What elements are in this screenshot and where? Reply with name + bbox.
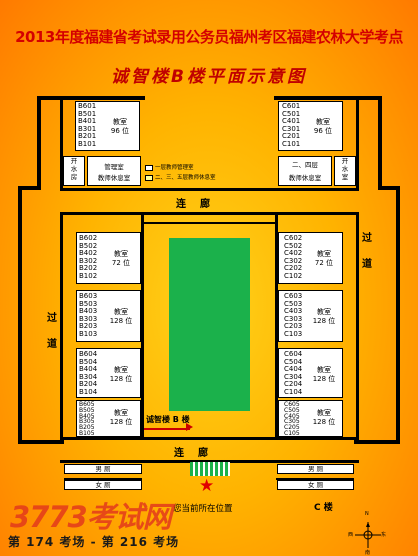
exam-room-range: 第 174 考场 - 第 216 考场 (8, 535, 180, 549)
you-are-here-star-icon: ★ (199, 476, 215, 496)
toilet-left-female (64, 480, 142, 490)
building-b-arrow-line (144, 428, 190, 430)
compass-north: N (365, 511, 369, 517)
room-b-top-codes: B601 B501 B401 B301 B201 B101 (78, 102, 97, 148)
room-c2 (278, 232, 343, 284)
wall-top-left (37, 96, 145, 100)
room-b4 (76, 348, 141, 398)
toilet-right-male-label: 男 厕 (307, 465, 324, 473)
legend-item-rest: 二、三、五层教师休息室 (145, 173, 216, 183)
you-are-here-label: 您当前所在位置 (173, 504, 233, 514)
entrance-steps (190, 462, 230, 476)
room-b5-label: 教室 128 位 (109, 409, 133, 426)
room-b3-label: 教室 128 位 (109, 308, 133, 325)
room-c2-label: 教室 72 位 (314, 250, 334, 267)
b-rest-room (87, 156, 141, 186)
room-b-top (75, 101, 140, 151)
toilet-right-female (277, 480, 354, 490)
building-b-arrow-head (186, 423, 193, 431)
legend-item-manage: 一层教师管理室 (145, 163, 216, 173)
wall-corridor-bottom (60, 437, 359, 440)
wall-bottom-left (18, 440, 64, 444)
wall-corridor-top-2 (60, 212, 359, 215)
room-c-top-label: 教室 96 位 (313, 118, 333, 135)
wall-inner-right-upper (356, 96, 359, 188)
building-b-label: 诚智楼 B 楼 (146, 415, 190, 424)
courtyard-lawn (169, 238, 250, 411)
room-c4-codes: C604 C504 C404 C304 C204 C104 (284, 350, 303, 396)
room-c5-codes: C605 C505 C405 C305 C205 C105 (284, 401, 300, 437)
site-watermark: 3773考试网 (10, 500, 172, 534)
room-c4 (278, 348, 343, 398)
room-c5 (278, 400, 343, 437)
corridor-bottom-label: 连廊 (174, 448, 222, 459)
wall-courtyard-top (144, 222, 275, 224)
room-c4-label: 教室 128 位 (312, 366, 336, 383)
c-rest-label: 教师休息室 (288, 174, 322, 182)
room-b3 (76, 290, 141, 342)
wall-left-long (18, 186, 22, 444)
room-b3-codes: B603 B503 B403 B303 B203 B103 (79, 292, 98, 338)
room-c-top (278, 101, 343, 151)
wall-bottom-toilet-r (276, 478, 354, 480)
room-b2-label: 教室 72 位 (111, 250, 131, 267)
room-c3-label: 教室 128 位 (312, 308, 336, 325)
room-c3-codes: C603 C503 C403 C303 C203 C103 (284, 292, 303, 338)
compass-west: 西 (348, 532, 354, 538)
c-rest-room (278, 156, 332, 186)
wall-right-upper (378, 96, 382, 188)
room-b5 (76, 400, 141, 437)
room-b2 (76, 232, 141, 284)
legend: 一层教师管理室 二、三、五层教师休息室 (145, 163, 216, 183)
b-water-room-label: 开 水 房 (70, 157, 78, 181)
toilet-right-male (277, 464, 354, 474)
passage-left-label: 过 道 (47, 313, 57, 350)
room-b5-codes: B605 B505 B405 B305 B205 B105 (79, 401, 95, 437)
room-c-top-codes: C601 C501 C401 C301 C201 C101 (282, 102, 301, 148)
legend-swatch-yellow (145, 175, 153, 181)
compass-south: 南 (365, 550, 371, 556)
legend-swatch-white (145, 165, 153, 171)
room-b4-label: 教室 128 位 (109, 366, 133, 383)
room-b-top-label: 教室 96 位 (110, 118, 130, 135)
wall-left-step (18, 186, 41, 190)
wall-top-right (274, 96, 382, 100)
c-water-room-label: 开 水 室 (341, 157, 349, 181)
room-c2-codes: C602 C502 C402 C302 C202 C102 (284, 234, 303, 280)
compass-icon (355, 522, 381, 548)
compass-east: 东 (381, 532, 387, 538)
room-b2-codes: B602 B502 B402 B302 B202 B102 (79, 234, 98, 280)
wall-right-step (378, 186, 400, 190)
wall-left-upper (37, 96, 41, 188)
toilet-right-female-label: 女 厕 (307, 481, 324, 489)
wall-bottom-toilet (64, 478, 142, 480)
toilet-left-male-label: 男 厕 (95, 465, 111, 473)
toilet-left-female-label: 女 厕 (95, 481, 111, 489)
wall-c-wing-inner (275, 215, 278, 437)
wall-b-wing-inner (141, 215, 144, 437)
c-building-label: C 楼 (314, 503, 333, 513)
wall-inner-left-upper (60, 96, 63, 188)
passage-right-label: 过 道 (362, 233, 372, 270)
b-rest-label: 教师休息室 (97, 174, 131, 182)
c-floor-label: 二、四层 (292, 161, 318, 169)
wall-right-long (396, 186, 400, 444)
wall-c-wing-outer (356, 215, 359, 437)
room-c3 (278, 290, 343, 342)
room-b4-codes: B604 B504 B404 B304 B204 B104 (79, 350, 98, 396)
wall-b-wing-outer (60, 215, 63, 437)
wall-corridor-bottom-2 (60, 460, 359, 463)
page-title: 2013年度福建省考试录用公务员福州考区福建农林大学考点 (15, 28, 403, 46)
diagram-subtitle: 诚智楼B楼平面示意图 (111, 67, 307, 87)
wall-bottom-right (354, 440, 400, 444)
toilet-left-male (64, 464, 142, 474)
b-manage-label: 管理室 (104, 163, 124, 171)
b-water-room (63, 156, 85, 186)
c-water-room (334, 156, 356, 186)
corridor-top-label: 连廊 (176, 199, 224, 210)
room-c5-label: 教室 128 位 (312, 409, 336, 426)
wall-corridor-top (60, 188, 359, 191)
